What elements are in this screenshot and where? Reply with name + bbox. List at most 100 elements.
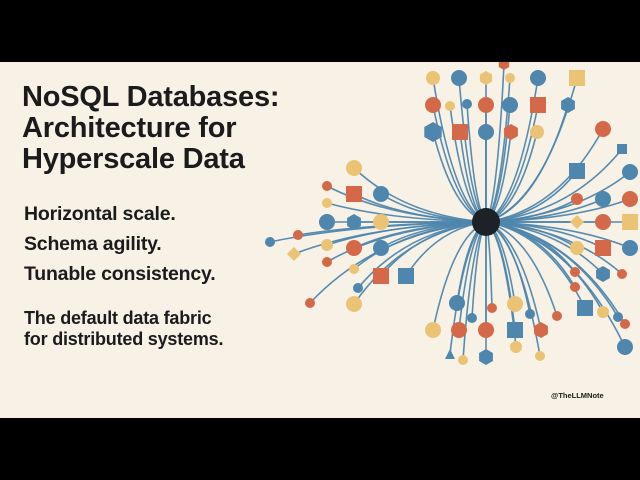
node-circle [451, 70, 467, 86]
node-circle [595, 214, 611, 230]
node-circle [510, 341, 522, 353]
node-hexagon [479, 71, 493, 85]
network-edge [485, 221, 631, 249]
node-hexagon [504, 124, 518, 140]
node-circle [346, 240, 362, 256]
node-circle [478, 97, 494, 113]
node-hexagon [424, 122, 442, 142]
node-square [595, 240, 611, 256]
network-edge [485, 221, 626, 348]
node-diamond [287, 247, 301, 261]
node-circle [613, 312, 623, 322]
node-circle [373, 240, 389, 256]
node-circle [445, 101, 455, 111]
node-hexagon [561, 97, 575, 113]
node-hexagon [347, 214, 361, 230]
network-edge [485, 128, 604, 223]
title-line-1: NoSQL Databases: [22, 81, 280, 113]
node-circle [426, 71, 440, 85]
node-circle [595, 191, 611, 207]
node-circle [620, 319, 630, 329]
node-circle [293, 230, 303, 240]
central-hub-node [472, 208, 500, 236]
node-circle [622, 191, 638, 207]
title-line-2: Architecture for [22, 112, 237, 144]
node-square [569, 163, 585, 179]
node-circle [535, 351, 545, 361]
node-circle [525, 309, 535, 319]
node-circle [462, 99, 472, 109]
point-tunable-consistency: Tunable consistency. [24, 263, 216, 285]
title-line-3: Hyperscale Data [22, 143, 245, 175]
node-circle [373, 214, 389, 230]
node-circle [478, 124, 494, 140]
node-circle [322, 198, 332, 208]
slide-title: NoSQL Databases: Architecture for Hypers… [22, 82, 312, 175]
network-edge [353, 221, 487, 305]
slide: NoSQL Databases: Architecture for Hypers… [0, 62, 640, 418]
network-diagram [265, 62, 638, 365]
node-hexagon [534, 322, 548, 338]
tagline-line-1: The default data fabric [24, 308, 212, 328]
node-circle [425, 322, 441, 338]
node-circle [425, 97, 441, 113]
node-circle [322, 181, 332, 191]
node-circle [595, 121, 611, 137]
node-square [452, 124, 468, 140]
node-circle [530, 125, 544, 139]
node-circle [478, 322, 494, 338]
node-circle [622, 240, 638, 256]
watermark: @TheLLMNote [551, 391, 604, 400]
node-circle [458, 355, 468, 365]
network-edge [485, 221, 623, 275]
network-nodes [265, 62, 638, 365]
node-circle [505, 73, 515, 83]
node-circle [349, 264, 359, 274]
node-square [398, 268, 414, 284]
node-circle [570, 282, 580, 292]
node-square [373, 268, 389, 284]
node-hexagon [479, 349, 493, 365]
node-square [577, 300, 593, 316]
node-circle [502, 97, 518, 113]
node-circle [373, 186, 389, 202]
node-circle [322, 257, 332, 267]
node-circle [449, 295, 465, 311]
node-circle [346, 296, 362, 312]
node-hexagon [596, 266, 610, 282]
node-circle [305, 298, 315, 308]
point-schema-agility: Schema agility. [24, 233, 162, 255]
node-square [507, 322, 523, 338]
node-circle [507, 296, 523, 312]
node-circle [265, 237, 275, 247]
point-horizontal-scale: Horizontal scale. [24, 203, 176, 225]
node-circle [597, 306, 609, 318]
node-circle [451, 322, 467, 338]
node-circle [530, 70, 546, 86]
node-circle [319, 214, 335, 230]
key-points-list: Horizontal scale. Schema agility. Tunabl… [24, 199, 216, 289]
node-circle [570, 241, 584, 255]
node-square [569, 70, 585, 86]
node-triangle [445, 349, 455, 359]
node-circle [570, 267, 580, 277]
node-circle [346, 160, 362, 176]
node-hexagon [498, 62, 510, 70]
node-circle [321, 239, 333, 251]
node-square [622, 214, 638, 230]
node-circle [487, 303, 497, 313]
node-circle [617, 339, 633, 355]
node-square [530, 97, 546, 113]
node-circle [617, 269, 627, 279]
tagline: The default data fabric for distributed … [24, 308, 223, 350]
node-square [346, 186, 362, 202]
node-circle [353, 283, 363, 293]
node-circle [571, 193, 583, 205]
node-diamond [570, 215, 584, 229]
node-circle [622, 164, 638, 180]
tagline-line-2: for distributed systems. [24, 329, 224, 349]
node-circle [467, 313, 477, 323]
node-circle [552, 311, 562, 321]
node-square [617, 144, 627, 154]
network-edge [485, 104, 569, 223]
